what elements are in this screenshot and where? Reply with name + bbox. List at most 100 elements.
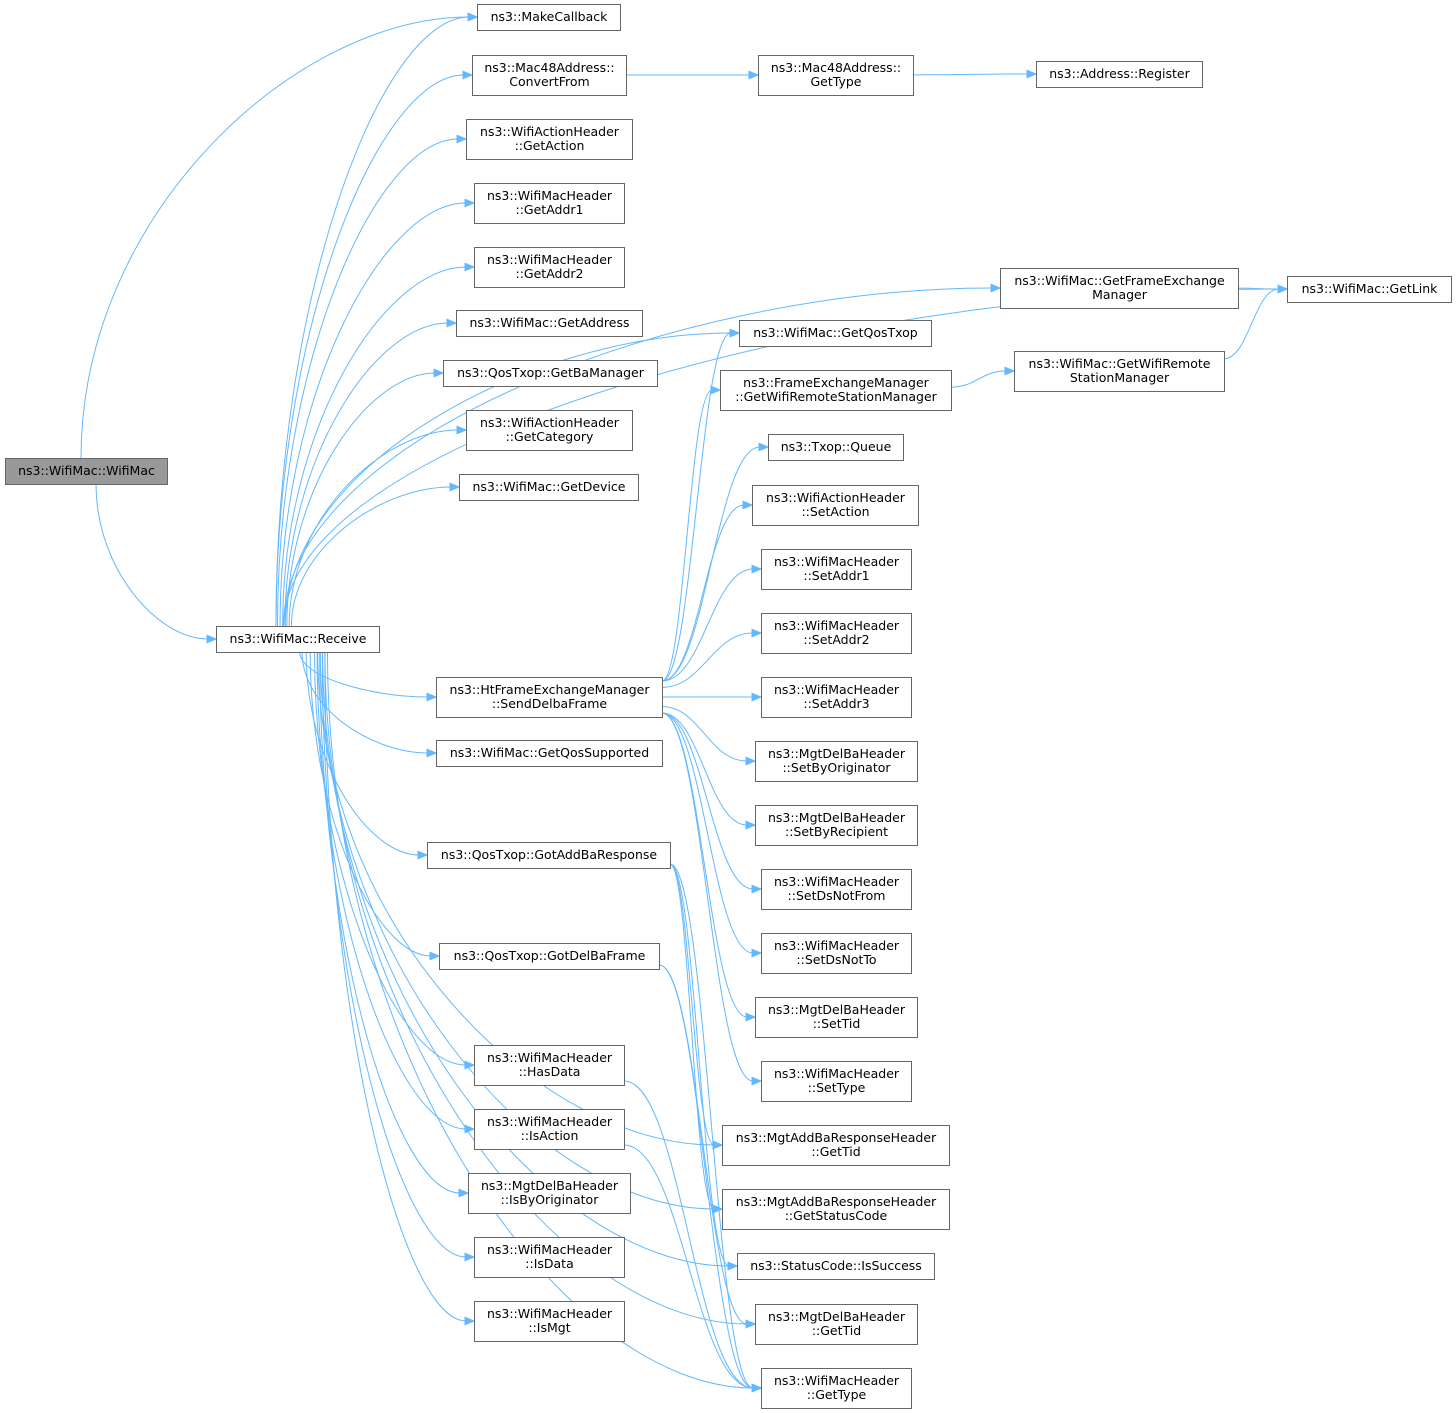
node-box bbox=[720, 370, 952, 411]
node-label: ::GetWifiRemoteStationManager bbox=[735, 389, 937, 404]
edge-receive-to-getaddr2 bbox=[282, 262, 476, 627]
edge-line bbox=[661, 632, 754, 688]
edge-receive-to-convertfrom bbox=[275, 70, 474, 627]
node-box bbox=[216, 626, 380, 653]
node-addbaresponse-getstatuscode[interactable]: ns3::MgtAddBaResponseHeader::GetStatusCo… bbox=[722, 1189, 950, 1230]
node-actionheader-getaction[interactable]: ns3::WifiActionHeader::GetAction bbox=[466, 119, 633, 160]
node-mac48-convertfrom[interactable]: ns3::Mac48Address::ConvertFrom bbox=[472, 55, 627, 96]
node-label: ::IsMgt bbox=[528, 1320, 570, 1335]
node-delba-setbyoriginator[interactable]: ns3::MgtDelBaHeader::SetByOriginator bbox=[755, 741, 918, 782]
node-macheader-setaddr3[interactable]: ns3::WifiMacHeader::SetAddr3 bbox=[761, 677, 912, 718]
edge-line bbox=[661, 712, 754, 890]
node-qostxop-getbamanager[interactable]: ns3::QosTxop::GetBaManager bbox=[443, 360, 658, 387]
node-label: ns3::WifiActionHeader bbox=[480, 415, 620, 430]
node-macheader-gettype[interactable]: ns3::WifiMacHeader::GetType bbox=[761, 1368, 912, 1409]
edge-arrowhead bbox=[712, 1204, 724, 1214]
edge-arrowhead bbox=[206, 634, 218, 644]
node-macheader-setaddr2[interactable]: ns3::WifiMacHeader::SetAddr2 bbox=[761, 613, 912, 654]
edge-line bbox=[286, 372, 436, 627]
edge-mac_getrsm-to-getlink bbox=[1223, 284, 1289, 360]
node-label: ns3::WifiMac::GetDevice bbox=[472, 479, 625, 494]
edge-senddelba-to-settype bbox=[661, 712, 763, 1086]
edge-line bbox=[282, 287, 993, 627]
node-label: ::GetType bbox=[807, 1387, 867, 1402]
edge-line bbox=[1237, 287, 1280, 290]
node-addbaresponse-gettid[interactable]: ns3::MgtAddBaResponseHeader::GetTid bbox=[722, 1125, 950, 1166]
edge-line bbox=[661, 568, 754, 682]
node-wifimac-ctor[interactable]: ns3::WifiMac::WifiMac bbox=[5, 458, 168, 485]
edge-line bbox=[282, 266, 467, 627]
node-box bbox=[466, 410, 633, 451]
node-macheader-isaction[interactable]: ns3::WifiMacHeader::IsAction bbox=[474, 1109, 625, 1150]
node-box bbox=[739, 320, 932, 347]
node-macheader-settype[interactable]: ns3::WifiMacHeader::SetType bbox=[761, 1061, 912, 1102]
node-macheader-ismgt[interactable]: ns3::WifiMacHeader::IsMgt bbox=[474, 1301, 625, 1342]
node-wifimac-getqostxop[interactable]: ns3::WifiMac::GetQosTxop bbox=[739, 320, 932, 347]
edge-arrowhead bbox=[745, 1012, 757, 1022]
node-box bbox=[1287, 276, 1452, 303]
node-box bbox=[755, 805, 918, 846]
node-wifimac-receive[interactable]: ns3::WifiMac::Receive bbox=[216, 626, 380, 653]
node-macheader-setdsnotto[interactable]: ns3::WifiMacHeader::SetDsNotTo bbox=[761, 933, 912, 974]
edge-wifimac_ctor-to-receive bbox=[95, 483, 218, 644]
node-label: ns3::MgtDelBaHeader bbox=[768, 1309, 906, 1324]
node-box bbox=[474, 1109, 625, 1150]
node-wifimac-getdevice[interactable]: ns3::WifiMac::GetDevice bbox=[459, 474, 639, 501]
node-fem-getwifiremotestationmanager[interactable]: ns3::FrameExchangeManager::GetWifiRemote… bbox=[720, 370, 952, 411]
node-actionheader-setaction[interactable]: ns3::WifiActionHeader::SetAction bbox=[752, 485, 919, 526]
node-address-register[interactable]: ns3::Address::Register bbox=[1036, 61, 1203, 88]
node-delba-settid[interactable]: ns3::MgtDelBaHeader::SetTid bbox=[755, 997, 918, 1038]
node-label: ::SetAddr2 bbox=[803, 632, 869, 647]
node-macheader-setaddr1[interactable]: ns3::WifiMacHeader::SetAddr1 bbox=[761, 549, 912, 590]
edge-wifimac_ctor-to-makecallback bbox=[80, 12, 479, 459]
node-macheader-hasdata[interactable]: ns3::WifiMacHeader::HasData bbox=[474, 1045, 625, 1086]
node-delba-gettid[interactable]: ns3::MgtDelBaHeader::GetTid bbox=[755, 1304, 918, 1345]
edge-receive-to-isdata bbox=[321, 651, 476, 1262]
node-htfem-senddelbaframe[interactable]: ns3::HtFrameExchangeManager::SendDelbaFr… bbox=[436, 677, 663, 718]
node-label: ns3::QosTxop::GetBaManager bbox=[457, 365, 645, 380]
node-wifimac-getwifiremotestationmanager[interactable]: ns3::WifiMac::GetWifiRemoteStationManage… bbox=[1014, 351, 1225, 392]
edge-gotaddbaresponse-to-issuccess bbox=[669, 863, 739, 1271]
node-label: ns3::WifiMacHeader bbox=[774, 938, 900, 953]
edge-senddelba-to-setdsnotfrom bbox=[661, 712, 763, 894]
node-label: ::SetDsNotFrom bbox=[788, 888, 886, 903]
node-box bbox=[761, 549, 912, 590]
node-qostxop-gotdelbaframe[interactable]: ns3::QosTxop::GotDelBaFrame bbox=[439, 943, 660, 970]
node-delba-isbyoriginator[interactable]: ns3::MgtDelBaHeader::IsByOriginator bbox=[468, 1173, 631, 1214]
node-wifimac-getaddress[interactable]: ns3::WifiMac::GetAddress bbox=[456, 310, 643, 337]
edge-senddelba-to-setaddr3 bbox=[661, 692, 763, 702]
edge-line bbox=[326, 651, 754, 1389]
edge-line bbox=[290, 486, 452, 627]
node-label: ns3::QosTxop::GotAddBaResponse bbox=[441, 847, 657, 862]
node-mac48-gettype[interactable]: ns3::Mac48Address::GetType bbox=[758, 55, 914, 96]
edge-senddelba-to-setaction bbox=[661, 500, 754, 682]
node-delba-setbyrecipient[interactable]: ns3::MgtDelBaHeader::SetByRecipient bbox=[755, 805, 918, 846]
node-macheader-isdata[interactable]: ns3::WifiMacHeader::IsData bbox=[474, 1237, 625, 1278]
edge-arrowhead bbox=[729, 328, 741, 338]
node-box bbox=[474, 1237, 625, 1278]
node-wifimac-getlink[interactable]: ns3::WifiMac::GetLink bbox=[1287, 276, 1452, 303]
edge-line bbox=[669, 863, 715, 1146]
node-macheader-setdsnotfrom[interactable]: ns3::WifiMacHeader::SetDsNotFrom bbox=[761, 869, 912, 910]
edge-line bbox=[324, 651, 467, 1322]
node-statuscode-issuccess[interactable]: ns3::StatusCode::IsSuccess bbox=[737, 1253, 935, 1280]
node-wifimac-getqossupported[interactable]: ns3::WifiMac::GetQosSupported bbox=[436, 740, 663, 767]
node-label: ns3::WifiMacHeader bbox=[774, 1373, 900, 1388]
node-txop-queue[interactable]: ns3::Txop::Queue bbox=[768, 434, 904, 461]
node-actionheader-getcategory[interactable]: ns3::WifiActionHeader::GetCategory bbox=[466, 410, 633, 451]
node-label: ::GetAction bbox=[515, 138, 585, 153]
edge-senddelba-to-setdsnotto bbox=[661, 712, 763, 958]
node-makecallback[interactable]: ns3::MakeCallback bbox=[477, 4, 621, 31]
node-macheader-getaddr1[interactable]: ns3::WifiMacHeader::GetAddr1 bbox=[474, 183, 625, 224]
node-label: ns3::MgtDelBaHeader bbox=[768, 746, 906, 761]
edge-arrowhead bbox=[464, 198, 476, 208]
node-box bbox=[761, 677, 912, 718]
node-macheader-getaddr2[interactable]: ns3::WifiMacHeader::GetAddr2 bbox=[474, 247, 625, 288]
node-label: ns3::WifiMacHeader bbox=[487, 1050, 613, 1065]
node-label: ::GetCategory bbox=[506, 429, 594, 444]
edge-line bbox=[314, 651, 467, 1066]
node-qostxop-gotaddbaresponse[interactable]: ns3::QosTxop::GotAddBaResponse bbox=[427, 842, 671, 869]
node-label: ns3::WifiMac::WifiMac bbox=[18, 463, 155, 478]
